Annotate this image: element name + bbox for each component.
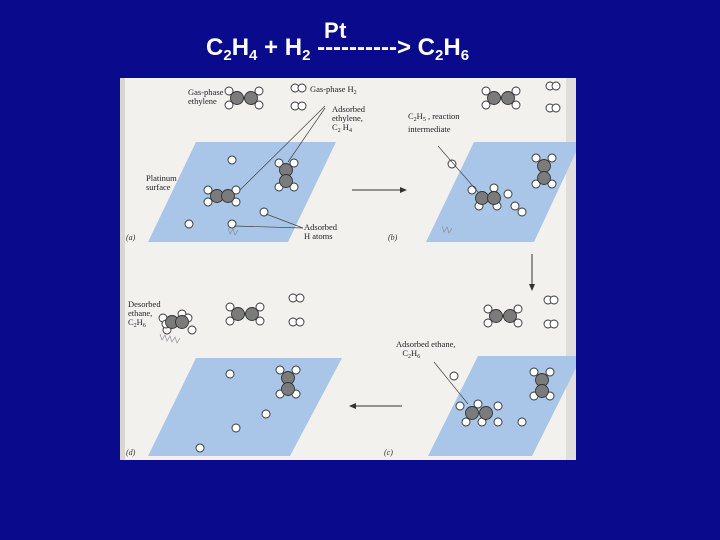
- callout-line-b: [437, 145, 479, 193]
- arrow-right: [352, 187, 407, 193]
- label-gas-ethylene: Gas-phase ethylene: [188, 87, 224, 106]
- label-desorbed-ethane: Desorbed ethane, C2H6: [128, 299, 161, 330]
- gas-h2-molecules-a: [290, 83, 307, 111]
- callout-lines-a: [233, 105, 326, 229]
- label-adsorbed-h-atoms: Adsorbed H atoms: [304, 222, 338, 241]
- gas-h2-molecules-b: [545, 81, 561, 113]
- gas-ethylene-c: [483, 304, 523, 328]
- mechanism-diagram: [120, 78, 576, 460]
- gas-ethylene-b: [481, 86, 521, 110]
- callout-line-c: [433, 361, 469, 405]
- label-gas-h2: Gas-phase H2: [310, 84, 357, 97]
- arrow-down: [529, 254, 535, 291]
- catalyst-label: Pt: [324, 18, 347, 43]
- hydrogenation-figure: Gas-phase ethylene Gas-phase H2 Adsorbed…: [120, 78, 576, 460]
- panel-label-a: (a): [126, 233, 136, 242]
- reaction-equation: C2H4 + H2 ----------> C2H6: [206, 34, 470, 64]
- platinum-surface-d: [148, 358, 342, 456]
- panel-label-c: (c): [384, 448, 393, 457]
- label-adsorbed-ethylene: Adsorbed ethylene, C2 H4: [332, 104, 366, 135]
- desorbed-ethane: [158, 309, 197, 344]
- label-platinum-surface: Platinum surface: [146, 173, 177, 192]
- label-adsorbed-ethane: Adsorbed ethane, C2H6: [396, 339, 456, 361]
- arrow-left: [349, 403, 402, 409]
- gas-ethylene-d: [225, 302, 265, 326]
- gas-h2-molecules-d: [288, 293, 305, 327]
- label-c2h5-intermediate: C2H5 , reaction intermediate: [408, 111, 460, 134]
- gas-ethylene-molecule: [224, 86, 264, 110]
- gas-h2-molecules-c: [543, 295, 559, 329]
- reaction-title: Pt C2H4 + H2 ----------> C2H6: [206, 18, 526, 66]
- panel-label-b: (b): [388, 233, 398, 242]
- panel-label-d: (d): [126, 448, 136, 457]
